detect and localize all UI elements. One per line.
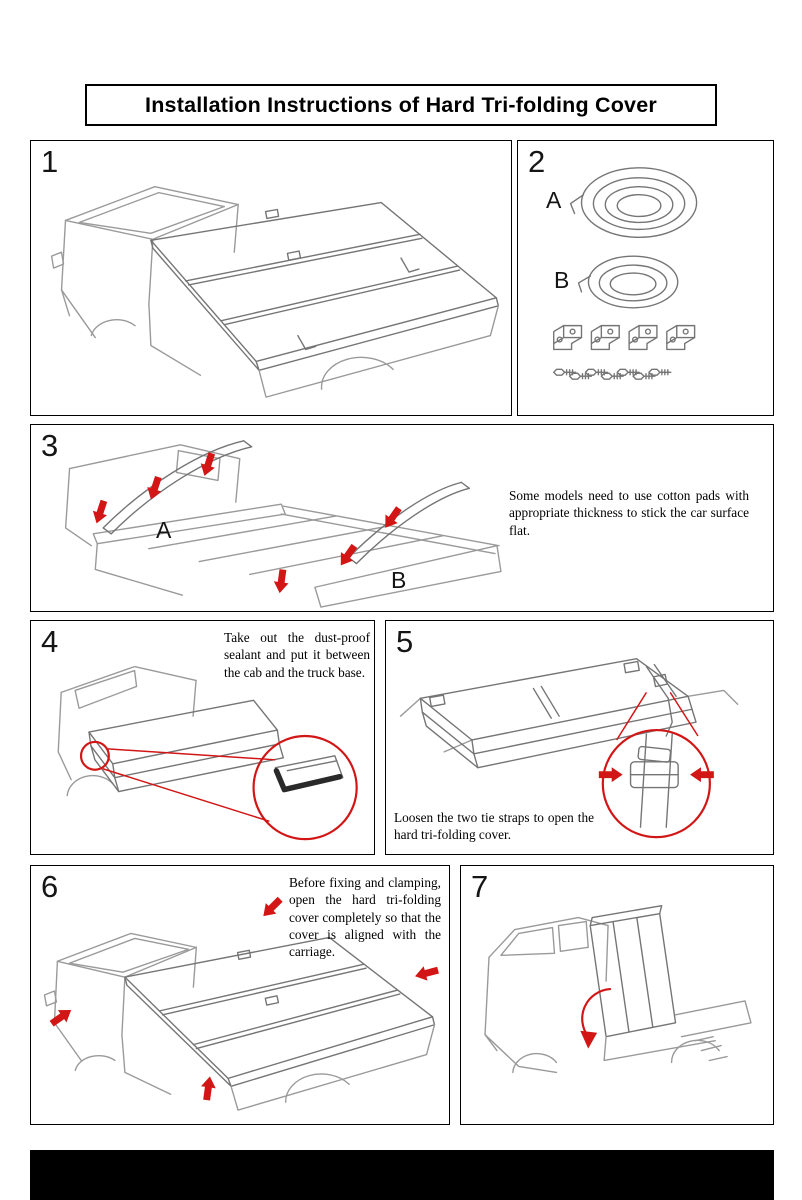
detail-source-circle [79,740,110,771]
page-title: Installation Instructions of Hard Tri-fo… [145,92,657,117]
step-number: 7 [471,869,489,904]
truck-bed-lines [484,1000,752,1074]
panel-step-5: 5 Loosen the two tie straps to open the … [385,620,774,855]
panel-step-1: 1 [30,140,512,416]
title-box: Installation Instructions of Hard Tri-fo… [85,84,717,126]
tri-fold-cover-lines [150,201,500,372]
detail-circle [601,728,711,839]
sealant-detail [273,755,344,793]
upright-cover-stack [589,904,677,1038]
strap-buckle-detail [629,733,679,828]
step-3-note: Some models need to use cotton pads with… [509,488,749,538]
truck-cab-lines [57,665,197,797]
press-arrows [89,450,405,595]
red-arrow-icon [89,498,111,526]
red-arrow-icon [199,1075,218,1102]
truck-bed-seal-placement-drawing [64,440,502,608]
truck-bed-side-lines [121,1024,436,1111]
truck-with-closed-cover-drawing [50,185,500,398]
cover-alignment-drawing [43,893,440,1111]
panel-step-3: 3 A B Some models need to use cotton pad… [30,424,774,612]
detail-circle [252,734,358,841]
panel-step-2: 2 A B [517,140,774,416]
truck-cab-lines [43,932,198,1072]
step-number: 2 [528,144,546,179]
seal-label-b: B [391,567,407,593]
seal-strip-a [102,440,253,535]
tie-strap-drawing [399,657,739,839]
step-4-note: Take out the dust-proof sealant and put … [224,630,370,680]
truck-bed-side-lines [148,303,500,398]
bolts [553,368,672,380]
folded-cover-stack [419,657,697,769]
truck-cab-lines [484,916,609,1052]
folded-cover-sealant-drawing [57,665,358,841]
tri-fold-cover-lines [124,936,436,1087]
clamp-brackets [553,324,696,351]
step-number: 3 [41,428,59,463]
part-label-b: B [554,267,570,293]
step-5-note: Loosen the two tie straps to open the ha… [394,810,594,843]
seal-coil-a [569,167,698,239]
seal-label-a: A [156,517,172,543]
step-6-note: Before fixing and clamping, open the har… [289,875,441,960]
panel-step-6: 6 Before fixing and clamping, open the h… [30,865,450,1125]
panel-step-4: 4 Take out the dust-proof sealant and pu… [30,620,375,855]
step-number: 5 [396,624,414,659]
panel-step-7: 7 [460,865,774,1125]
upright-folded-cover-drawing [484,904,752,1074]
tie-straps [532,663,677,737]
rotate-arrow-icon [580,987,612,1049]
step-number: 1 [41,144,59,179]
parts-drawing [553,167,698,380]
red-arrow-icon [258,893,286,922]
seal-coil-b [577,255,679,309]
step-number: 4 [41,624,59,659]
red-arrow-icon [47,1003,76,1030]
folded-cover-stack [88,699,285,793]
part-label-a: A [546,187,562,213]
detail-connector-lines [102,748,276,822]
detail-connector-lines [616,691,699,741]
step-number: 6 [41,869,59,904]
red-arrow-icon [272,568,291,595]
truck-cab-lines [64,444,241,547]
truck-bed-lines [92,503,502,608]
bed-context-lines [399,689,739,753]
truck-cab-lines [50,185,239,339]
red-arrow-icon [413,962,440,984]
footer-bar [30,1150,774,1200]
red-arrow-icon [334,541,361,570]
